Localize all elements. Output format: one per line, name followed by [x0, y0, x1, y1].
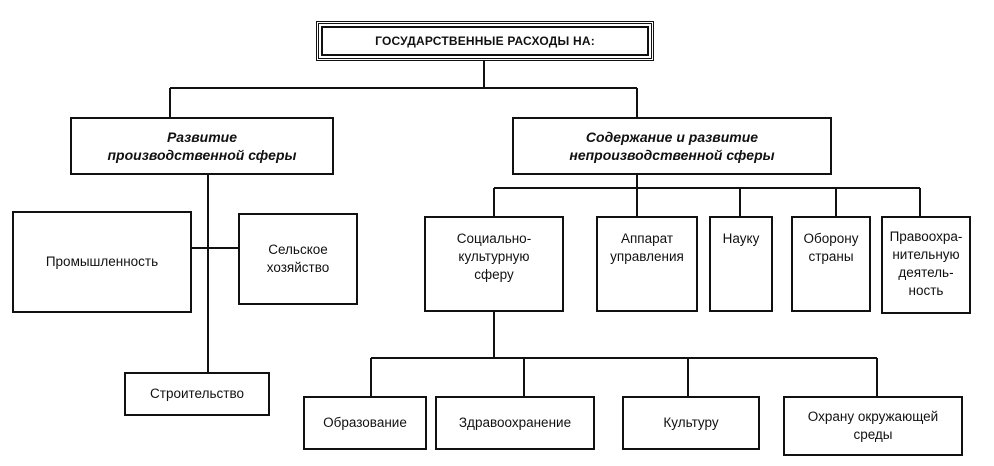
- culture-label: Культуру: [663, 415, 719, 430]
- science-label: Науку: [722, 231, 760, 246]
- production-sphere-label: Развитие производственной сферы: [107, 129, 297, 163]
- industry-box: Промышленность: [12, 211, 192, 313]
- science-box: Науку: [709, 216, 773, 312]
- law-enforcement-box: Правоохра- нительную деятель- ность: [881, 216, 971, 314]
- apparatus-box: Аппарат управления: [596, 216, 698, 312]
- environment-label: Охрану окружающей среды: [807, 409, 939, 442]
- defense-box: Оборону страны: [791, 216, 871, 312]
- root-title-box: ГОСУДАРСТВЕННЫЕ РАСХОДЫ НА:: [316, 21, 654, 61]
- agriculture-box: Сельское хозяйство: [238, 213, 358, 305]
- construction-label: Строительство: [150, 386, 244, 401]
- nonproduction-sphere-label: Содержание и развитие непроизводственной…: [569, 129, 775, 163]
- industry-label: Промышленность: [45, 254, 159, 269]
- agriculture-label: Сельское хозяйство: [266, 242, 330, 275]
- healthcare-box: Здравоохранение: [435, 396, 595, 450]
- nonproduction-sphere-box: Содержание и развитие непроизводственной…: [512, 117, 832, 175]
- root-title: ГОСУДАРСТВЕННЫЕ РАСХОДЫ НА:: [375, 34, 595, 48]
- production-sphere-box: Развитие производственной сферы: [70, 117, 334, 175]
- culture-box: Культуру: [622, 396, 760, 450]
- social-cultural-box: Социально- культурную сферу: [424, 216, 564, 312]
- education-box: Образование: [303, 396, 427, 450]
- environment-box: Охрану окружающей среды: [783, 396, 963, 456]
- law-enforcement-label: Правоохра- нительную деятель- ность: [889, 229, 963, 298]
- social-cultural-label: Социально- культурную сферу: [456, 231, 532, 282]
- construction-box: Строительство: [124, 372, 270, 416]
- education-label: Образование: [323, 415, 407, 430]
- apparatus-label: Аппарат управления: [610, 231, 684, 264]
- defense-label: Оборону страны: [803, 231, 859, 264]
- healthcare-label: Здравоохранение: [458, 415, 572, 430]
